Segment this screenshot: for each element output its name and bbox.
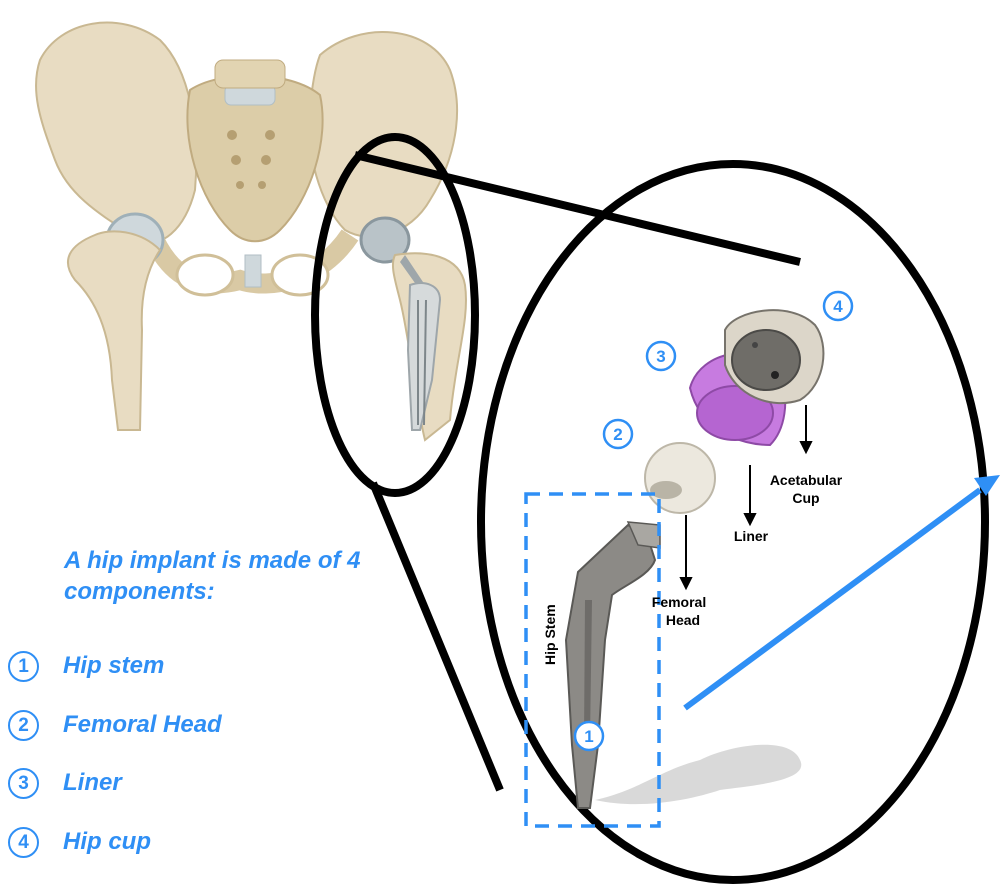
legend-title: A hip implant is made of 4 components: [64,545,364,607]
drop-shadow [595,745,801,804]
acetabular-cup-label-line1: Acetabular [770,472,843,488]
femoral-head-label-line2: Head [666,612,700,628]
legend-number-4: 4 [8,827,39,858]
liner-label: Liner [734,528,769,544]
svg-text:3: 3 [656,347,665,366]
pointer-arrow [685,475,1000,708]
callout-1: 1 [575,722,603,750]
hip-stem-label: Hip Stem [542,604,558,665]
legend-item-liner: 3 Liner [8,763,122,803]
legend-label-femoral-head: Femoral Head [63,711,222,739]
magnifier-callout [315,137,985,880]
femoral-head-part [645,443,715,513]
legend-label-liner: Liner [63,769,122,797]
callout-4: 4 [824,292,852,320]
legend-label-hip-stem: Hip stem [63,652,164,680]
legend-label-hip-cup: Hip cup [63,828,151,856]
femoral-head-label-line1: Femoral [652,594,706,610]
legend-number-3: 3 [8,768,39,799]
svg-text:1: 1 [584,727,593,746]
svg-text:2: 2 [613,425,622,444]
legend-item-hip-cup: 4 Hip cup [8,822,151,862]
callout-2: 2 [604,420,632,448]
legend-item-femoral-head: 2 Femoral Head [8,705,222,745]
svg-text:4: 4 [833,297,843,316]
legend-number-2: 2 [8,710,39,741]
callout-3: 3 [647,342,675,370]
pelvis-illustration [36,23,466,440]
legend-number-1: 1 [8,651,39,682]
acetabular-cup-label-line2: Cup [792,490,819,506]
exploded-implant: Hip Stem Femoral Head Liner Acetabular C… [526,292,852,826]
hip-stem-part [566,522,660,808]
legend-item-hip-stem: 1 Hip stem [8,646,164,686]
